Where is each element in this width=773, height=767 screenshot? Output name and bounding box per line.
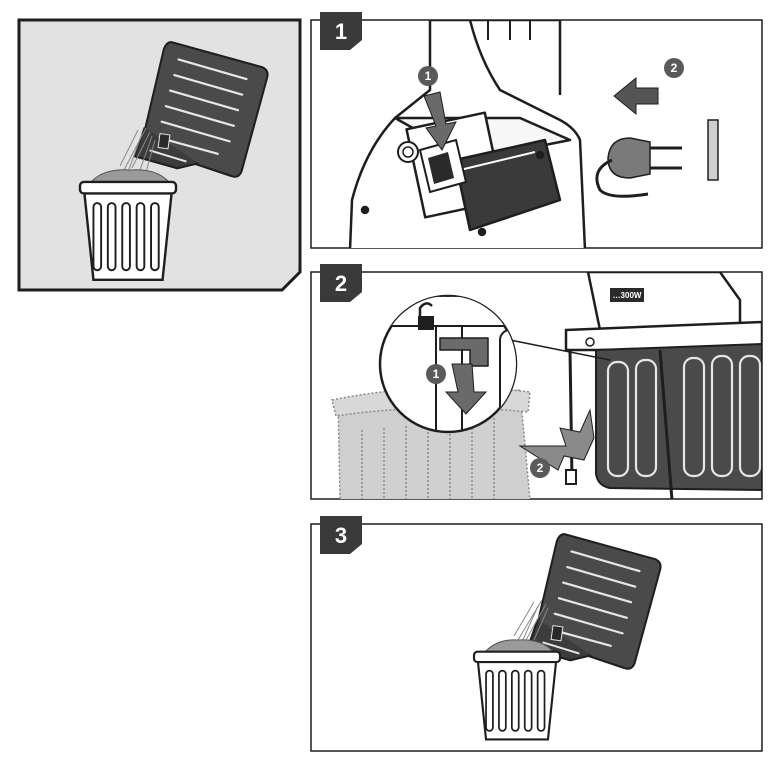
pull-out-arrow-icon bbox=[518, 408, 595, 471]
press-down-arrow-icon bbox=[423, 91, 457, 151]
rotary-knob bbox=[397, 141, 419, 163]
sub-step-2-label: 2 bbox=[671, 61, 678, 75]
shredder-machine: …300W bbox=[564, 272, 762, 499]
motor-label: …300W bbox=[613, 291, 642, 300]
bin-emptying-icon bbox=[472, 530, 665, 741]
sub-step-1-label: 1 bbox=[425, 69, 432, 83]
unlock-icon bbox=[418, 302, 434, 330]
step-3-number: 3 bbox=[335, 523, 347, 548]
bin-emptying-overview-icon bbox=[78, 38, 272, 282]
step-2-number: 2 bbox=[335, 271, 347, 296]
magnifier-detail bbox=[378, 294, 518, 434]
sub-step-2-badge bbox=[530, 458, 550, 478]
step-2-badge bbox=[320, 264, 362, 302]
power-switch-icon bbox=[418, 138, 468, 194]
shredder-machine bbox=[348, 20, 587, 248]
step-1-number: 1 bbox=[335, 19, 347, 44]
overview-panel bbox=[17, 18, 302, 292]
step-2-panel: …300W bbox=[310, 264, 763, 500]
sub-step-2-badge bbox=[664, 58, 684, 78]
step-3-badge bbox=[320, 516, 362, 554]
sub-step-1-badge bbox=[418, 66, 438, 86]
step-1-badge bbox=[320, 12, 362, 50]
pull-left-arrow-icon bbox=[613, 76, 659, 116]
step-1-panel: 1 2 1 bbox=[310, 12, 763, 249]
unplug-icon bbox=[595, 119, 719, 198]
sub-step-1-badge bbox=[426, 364, 446, 384]
sub-step-2-label: 2 bbox=[537, 461, 544, 475]
step-3-panel: 3 bbox=[310, 516, 763, 752]
sub-step-1-label: 1 bbox=[433, 367, 440, 381]
